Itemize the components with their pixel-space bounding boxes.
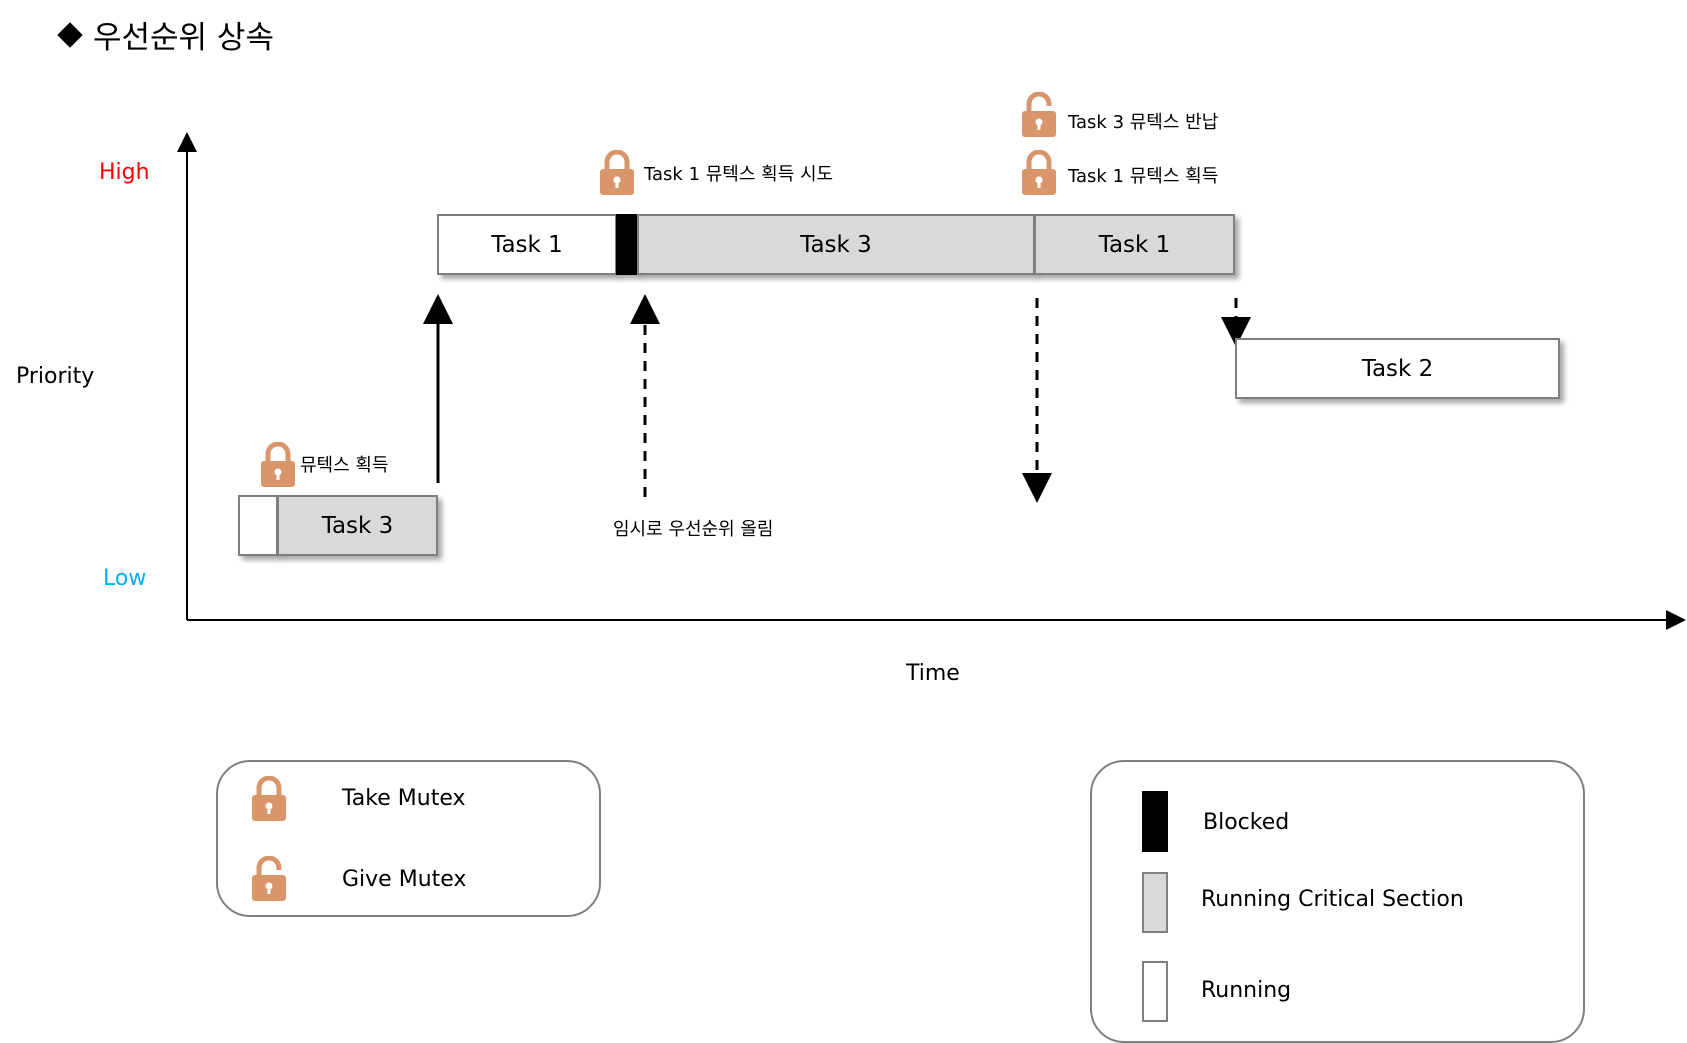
legend-critical: Running Critical Section bbox=[1201, 887, 1464, 912]
lock-closed-icon bbox=[1022, 150, 1056, 195]
swatch-blocked bbox=[1142, 791, 1168, 852]
ann-take-mutex: 뮤텍스 획득 bbox=[300, 455, 389, 476]
lock-closed-icon bbox=[600, 150, 634, 195]
legend-blocked: Blocked bbox=[1203, 810, 1290, 835]
y-axis-label: Priority bbox=[16, 364, 95, 389]
legend-states: Blocked Running Critical Section Running bbox=[1090, 760, 1585, 1043]
ann-task3-give: Task 3 뮤텍스 반납 bbox=[1068, 112, 1219, 133]
ann-task1-try: Task 1 뮤텍스 획득 시도 bbox=[644, 164, 834, 185]
task2-label: Task 2 bbox=[1361, 355, 1434, 382]
x-axis-label: Time bbox=[906, 661, 960, 686]
legend-running: Running bbox=[1201, 978, 1292, 1003]
legend-give-mutex: Give Mutex bbox=[342, 867, 467, 892]
high-label: High bbox=[99, 160, 150, 185]
swatch-running bbox=[1142, 961, 1168, 1022]
lock-open-icon bbox=[1022, 92, 1056, 137]
task1-critical: Task 1 bbox=[1034, 214, 1235, 275]
task2-running: Task 2 bbox=[1235, 338, 1560, 399]
task3-low-running bbox=[238, 495, 278, 556]
task3-low-label: Task 3 bbox=[321, 512, 394, 539]
task3-low-critical: Task 3 bbox=[277, 495, 438, 556]
ann-task1-take: Task 1 뮤텍스 획득 bbox=[1068, 166, 1219, 187]
ann-raise-priority: 임시로 우선순위 올림 bbox=[613, 519, 774, 540]
legend-mutex: Take Mutex Give Mutex bbox=[216, 760, 601, 917]
task1-blocked bbox=[616, 214, 638, 275]
swatch-critical bbox=[1142, 872, 1168, 933]
task3-high-label: Task 3 bbox=[800, 231, 872, 258]
task3-high-critical: Task 3 bbox=[637, 214, 1035, 275]
low-label: Low bbox=[103, 566, 147, 591]
title-text: 우선순위 상속 bbox=[93, 20, 274, 56]
task1-end-label: Task 1 bbox=[1098, 231, 1171, 258]
lock-open-icon bbox=[252, 856, 286, 901]
task1-label: Task 1 bbox=[491, 231, 563, 258]
task1-running: Task 1 bbox=[437, 214, 617, 275]
lock-closed-icon bbox=[261, 442, 295, 487]
lock-closed-icon bbox=[252, 776, 286, 821]
page-title: 우선순위 상속 bbox=[55, 12, 274, 57]
legend-take-mutex: Take Mutex bbox=[342, 786, 466, 811]
